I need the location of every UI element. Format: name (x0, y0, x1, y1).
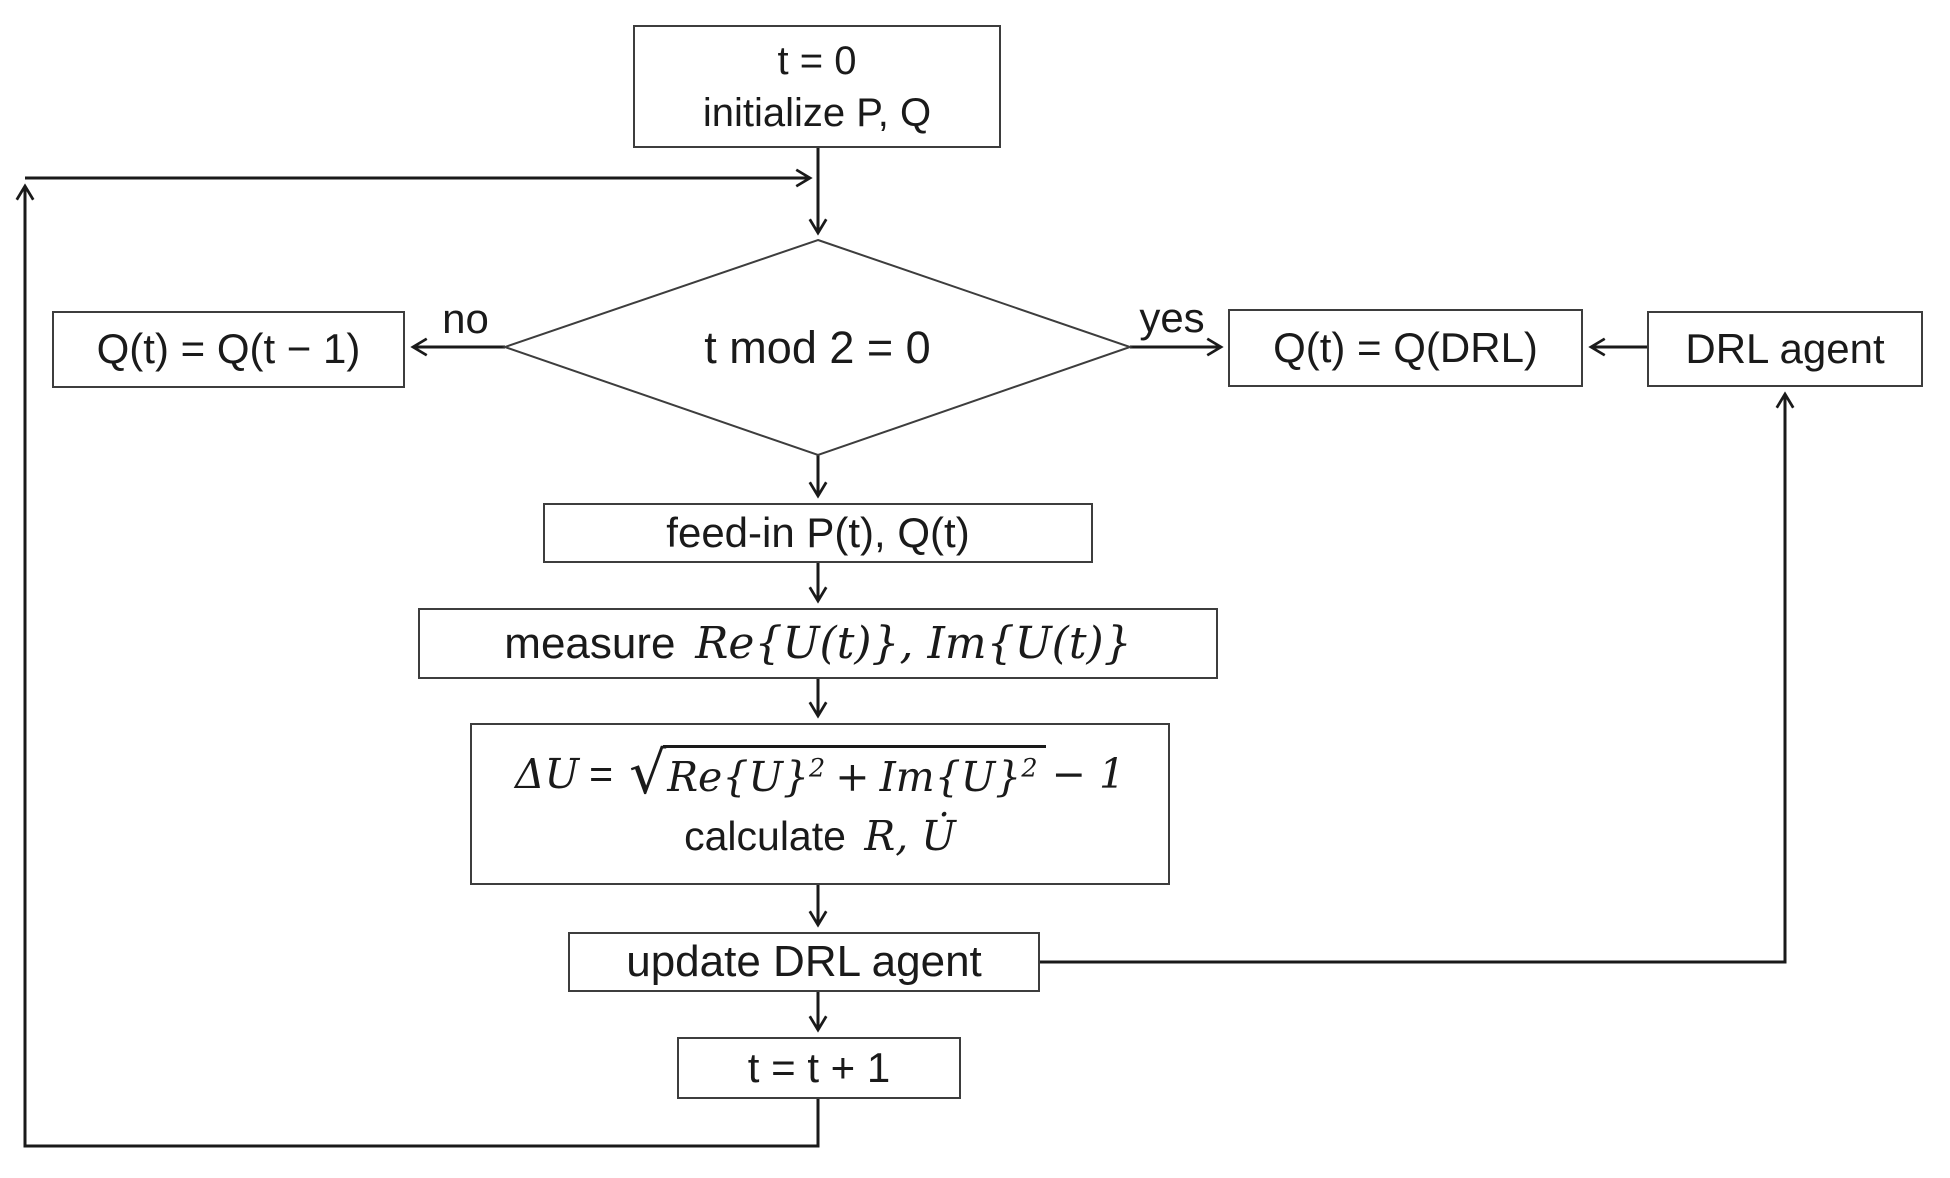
term2: Im{U} (879, 752, 1022, 801)
increment-label: t = t + 1 (747, 1043, 891, 1091)
radicand: Re{U}2+Im{U}2 (663, 744, 1046, 804)
node-measure: measure Re{U(t)}, Im{U(t)} (418, 608, 1218, 679)
q-drl-label: Q(t) = Q(DRL) (1273, 323, 1538, 371)
sqrt-expression: √Re{U}2+Im{U}2 (629, 738, 1046, 807)
decision-diamond-shape (501, 238, 1134, 457)
measure-math: Re{U(t)}, Im{U(t)} (695, 617, 1132, 669)
init-line1: t = 0 (777, 38, 857, 83)
update-agent-label: update DRL agent (626, 937, 982, 987)
calculate-line: calculate R, U̇ (684, 810, 956, 863)
radical-sign: √ (629, 738, 667, 807)
term2-exponent: 2 (1021, 752, 1038, 783)
q-prev-label: Q(t) = Q(t − 1) (96, 325, 361, 373)
drl-agent-label: DRL agent (1685, 324, 1885, 372)
node-drl-agent: DRL agent (1647, 311, 1923, 387)
node-increment: t = t + 1 (677, 1037, 961, 1099)
term1-exponent: 2 (809, 752, 826, 783)
init-line2: initialize P, Q (702, 90, 932, 135)
label-no: no (418, 293, 513, 343)
calculate-vars: R, U̇ (864, 812, 956, 860)
no-text: no (442, 295, 489, 342)
node-q-drl: Q(t) = Q(DRL) (1228, 309, 1583, 387)
delta-tail: − 1 (1051, 749, 1126, 798)
feed-in-label: feed-in P(t), Q(t) (666, 508, 970, 556)
node-update-agent: update DRL agent (568, 932, 1040, 992)
delta-lhs: ΔU (514, 749, 580, 798)
wire-update-to-drlagent (1040, 391, 1795, 964)
wire-feedback-loop (15, 183, 820, 1148)
yes-text: yes (1139, 294, 1205, 341)
measure-line: measure Re{U(t)}, Im{U(t)} (504, 615, 1131, 672)
node-decision: t mod 2 = 0 (505, 240, 1130, 455)
plus-sign: + (835, 752, 870, 801)
delta-formula-line: ΔU = √Re{U}2+Im{U}2 − 1 (514, 738, 1126, 807)
label-yes: yes (1122, 292, 1222, 342)
node-init: t = 0 initialize P, Q (633, 25, 1001, 148)
term1: Re{U} (667, 752, 810, 801)
node-feed-in: feed-in P(t), Q(t) (543, 503, 1093, 563)
delta-equals: = (589, 750, 614, 797)
decision-label: t mod 2 = 0 (704, 321, 931, 373)
node-q-prev: Q(t) = Q(t − 1) (52, 311, 405, 388)
calculate-prefix: calculate (684, 813, 846, 859)
measure-prefix: measure (504, 618, 676, 668)
